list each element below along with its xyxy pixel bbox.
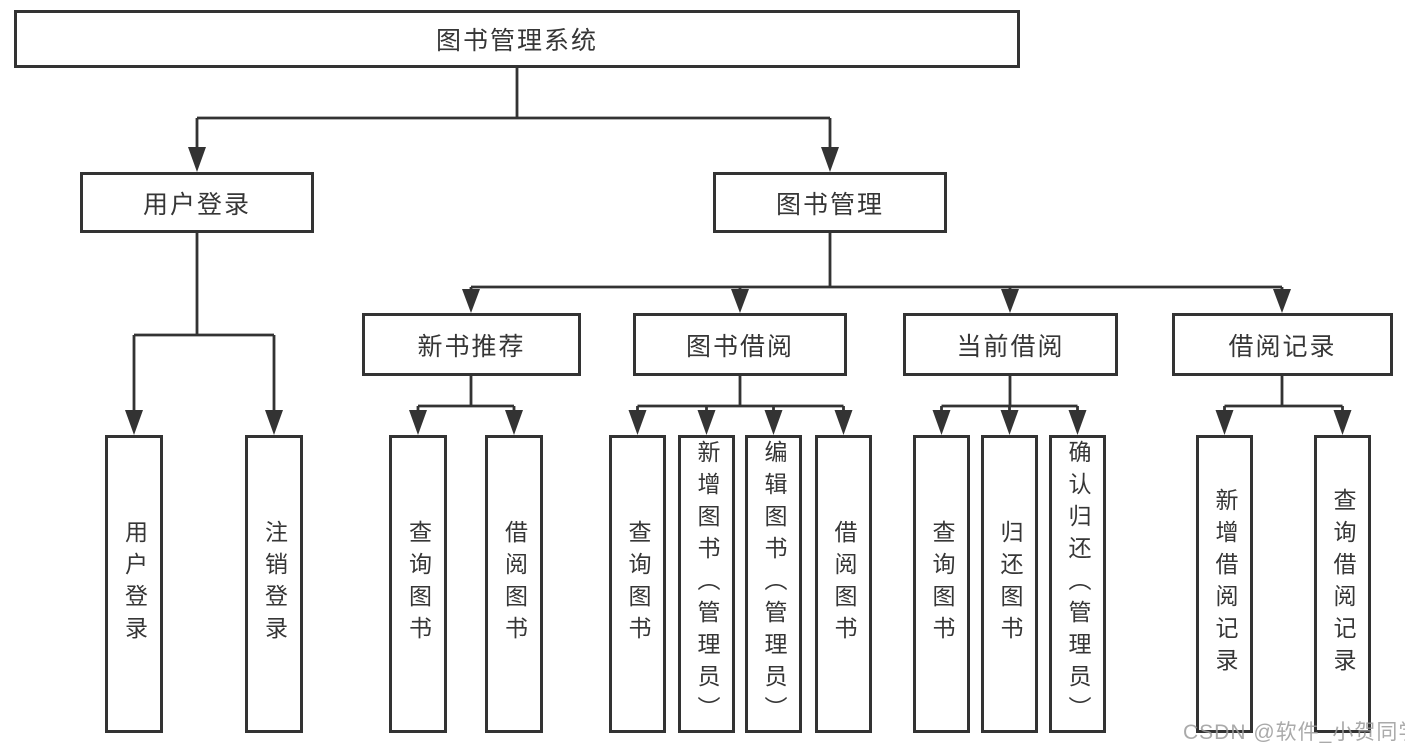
node-label: 新增借阅记录: [1212, 488, 1238, 680]
leaf-query-books-recommend: 查询图书: [389, 435, 447, 733]
node-new-book-recommend: 新书推荐: [362, 313, 581, 376]
arrowheads-borrowrecords-leaves: [1215, 410, 1352, 435]
leaf-query-borrow-record: 查询借阅记录: [1314, 435, 1371, 733]
leaf-add-books-admin: 新增图书（管理员）: [678, 435, 735, 733]
node-label: 编辑图书（管理员）: [761, 440, 787, 728]
node-user-login: 用户登录: [80, 172, 314, 233]
node-label: 归还图书: [997, 520, 1023, 648]
arrowheads-level3: [462, 289, 1291, 313]
node-label: 新书推荐: [417, 332, 526, 361]
node-label: 图书管理系统: [435, 27, 598, 55]
leaf-query-books-current: 查询图书: [913, 435, 970, 733]
arrowheads-bookborrow-leaves: [628, 410, 853, 435]
node-label: 用户登录: [142, 190, 251, 219]
leaf-edit-books-admin: 编辑图书（管理员）: [745, 435, 802, 733]
node-label: 当前借阅: [956, 332, 1065, 361]
connector-borrowrecords-to-leaves: [1223, 376, 1344, 412]
node-label: 查询借阅记录: [1330, 488, 1356, 680]
node-borrow-records: 借阅记录: [1172, 313, 1393, 376]
node-label: 借阅图书: [501, 520, 528, 648]
node-label: 确认归还（管理员）: [1065, 440, 1091, 728]
node-label: 注销登录: [261, 520, 288, 648]
node-label: 查询图书: [625, 520, 651, 648]
node-label: 借阅图书: [831, 520, 857, 648]
arrowheads-userlogin-leaves: [125, 410, 283, 435]
connector-newbooks-to-leaves: [416, 376, 516, 412]
node-label: 用户登录: [121, 520, 148, 648]
leaf-return-books: 归还图书: [981, 435, 1038, 733]
node-label: 图书管理: [775, 190, 884, 219]
connector-bookborrow-to-leaves: [636, 376, 845, 412]
arrowheads-level2: [188, 147, 839, 172]
node-current-borrow: 当前借阅: [903, 313, 1118, 376]
connector-userlogin-to-leaves: [132, 233, 276, 412]
leaf-borrow-books: 借阅图书: [815, 435, 872, 733]
connector-bookmgmt-to-level3: [469, 233, 1284, 294]
leaf-borrow-books-recommend: 借阅图书: [485, 435, 543, 733]
leaf-confirm-return-admin: 确认归还（管理员）: [1049, 435, 1106, 733]
node-book-management: 图书管理: [713, 172, 947, 233]
connector-root-to-level2: [195, 68, 832, 150]
leaf-logout: 注销登录: [245, 435, 303, 733]
arrowheads-newbooks-leaves: [409, 410, 523, 435]
node-root-library-system: 图书管理系统: [14, 10, 1020, 68]
node-label: 查询图书: [929, 520, 955, 648]
csdn-watermark: CSDN @软件_小贺同学: [1183, 721, 1405, 744]
node-label: 查询图书: [405, 520, 432, 648]
node-label: 新增图书（管理员）: [694, 440, 720, 728]
leaf-user-login: 用户登录: [105, 435, 163, 733]
leaf-add-borrow-record: 新增借阅记录: [1196, 435, 1253, 733]
leaf-query-books-borrow: 查询图书: [609, 435, 666, 733]
node-label: 图书借阅: [685, 332, 794, 361]
node-label: 借阅记录: [1228, 332, 1337, 361]
connector-currentborrow-to-leaves: [940, 376, 1079, 412]
node-book-borrow: 图书借阅: [633, 313, 847, 376]
arrowheads-currentborrow-leaves: [932, 410, 1087, 435]
